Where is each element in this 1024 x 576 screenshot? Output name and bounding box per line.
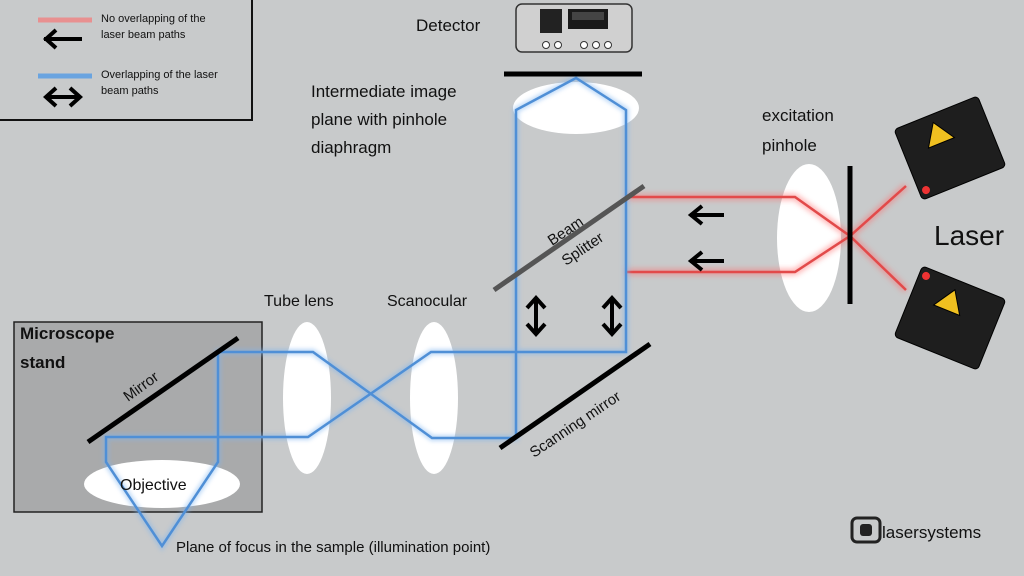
intermediate-label-3: diaphragm [311, 138, 391, 157]
intermediate-label-1: Intermediate image [311, 82, 457, 101]
legend-no-overlap-text-2: laser beam paths [101, 29, 186, 41]
scanning-mirror [498, 341, 652, 451]
tube-lens-label: Tube lens [264, 293, 334, 310]
arrow-updown-icon [525, 295, 547, 337]
laser-label: Laser [934, 220, 1004, 251]
scanning-mirror-label: Scanning mirror [527, 388, 624, 461]
excitation-label-1: excitation [762, 106, 834, 125]
excitation-lens [777, 164, 841, 312]
arrow-updown-icon [601, 295, 623, 337]
detector-label: Detector [416, 16, 481, 35]
red-beam-lower [626, 234, 907, 291]
red-beam-upper [626, 185, 907, 238]
red-beams [626, 183, 909, 293]
arrow-left-icon [43, 28, 82, 50]
blue-beam-path [104, 76, 628, 549]
microscope-mirror [86, 335, 240, 445]
excitation-label-2: pinhole [762, 136, 817, 155]
scanocular-label: Scanocular [387, 293, 468, 310]
objective-label: Objective [120, 477, 187, 494]
scanocular-lens [410, 322, 458, 474]
legend-overlap-text-1: Overlapping of the laser [101, 69, 218, 81]
beam-splitter [492, 183, 646, 293]
microscope-label-2: stand [20, 353, 65, 372]
microscope-label-1: Microscope [20, 324, 114, 343]
laser-device-lower [894, 266, 1006, 370]
arrow-left-icon [687, 250, 724, 272]
arrow-left-icon [687, 204, 724, 226]
objective-lens [84, 460, 240, 508]
legend-overlap-text-2: beam paths [101, 85, 159, 97]
tube-lens [283, 322, 331, 474]
laser-device-upper [894, 96, 1006, 200]
legend: No overlapping of the laser beam paths O… [0, 0, 253, 121]
legend-no-overlap-text-1: No overlapping of the [101, 13, 206, 25]
intermediate-label-2: plane with pinhole [311, 110, 447, 129]
direction-arrows [525, 204, 724, 337]
logo-text: lasersystems [882, 523, 981, 542]
arrow-double-icon [43, 86, 83, 108]
plane-of-focus-label: Plane of focus in the sample (illuminati… [176, 539, 490, 556]
detector-device [515, 3, 633, 53]
blue-beams [103, 74, 629, 552]
rgb-lasersystems-logo: lasersystems [850, 516, 981, 544]
